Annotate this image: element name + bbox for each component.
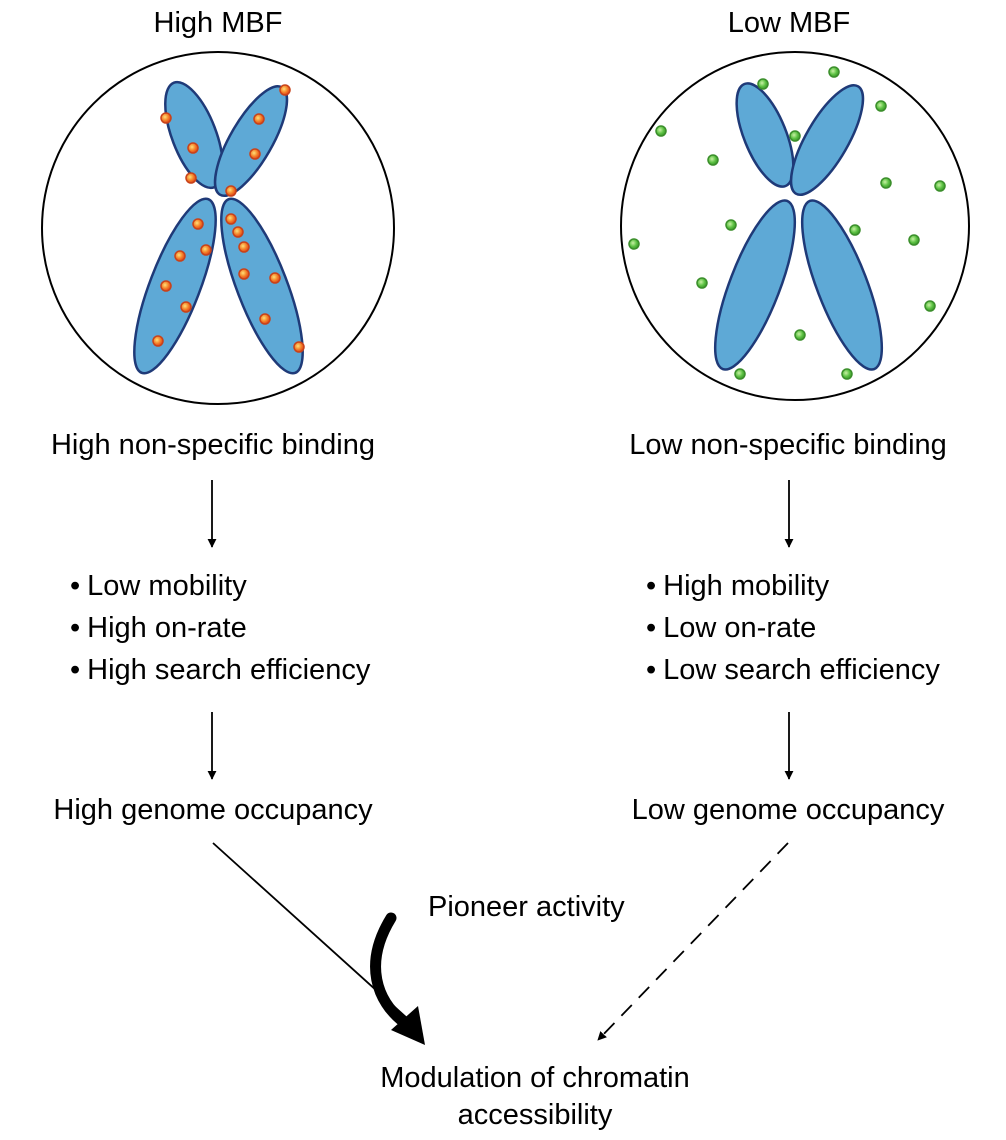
bound-factor-dot (293, 341, 305, 353)
bound-factor-dot (249, 148, 261, 160)
right-property: Low on-rate (646, 607, 940, 649)
free-factor-dot (880, 177, 892, 189)
outcome-line-2: accessibility (457, 1099, 613, 1131)
free-factor-dot (849, 224, 861, 236)
left-occupancy-label: High genome occupancy (53, 794, 373, 826)
pioneer-activity-label: Pioneer activity (428, 891, 625, 923)
bound-factor-dot (253, 113, 265, 125)
free-factor-dot (757, 78, 769, 90)
left-property: High on-rate (70, 607, 370, 649)
bound-factor-dot (232, 226, 244, 238)
free-factor-dot (841, 368, 853, 380)
right-occupancy-label: Low genome occupancy (631, 794, 945, 826)
outcome-label: Modulation of chromatin accessibility (380, 1060, 690, 1134)
left-chromosome (133, 80, 304, 375)
right-chromosome (713, 82, 884, 371)
right-property: Low search efficiency (646, 649, 940, 691)
free-factor-dot (707, 154, 719, 166)
free-factor-dot (734, 368, 746, 380)
bound-factor-dot (185, 172, 197, 184)
bound-factor-dot (225, 213, 237, 225)
pioneer-curved-arrow (370, 912, 425, 1045)
outcome-line-1: Modulation of chromatin (380, 1062, 690, 1094)
right-property: High mobility (646, 565, 940, 607)
left-property-list: Low mobility High on-rate High search ef… (70, 565, 370, 691)
right-binding-label: Low non-specific binding (629, 429, 947, 461)
right-title: Low MBF (727, 7, 851, 39)
free-factor-dot (789, 130, 801, 142)
right-dashed-connector (597, 842, 789, 1041)
bound-factor-dot (225, 185, 237, 197)
bound-factor-dot (174, 250, 186, 262)
right-property-list: High mobility Low on-rate Low search eff… (646, 565, 940, 691)
free-factor-dot (828, 66, 840, 78)
bound-factor-dot (269, 272, 281, 284)
free-factor-dot (725, 219, 737, 231)
bound-factor-dot (160, 112, 172, 124)
left-particles (152, 84, 305, 353)
bound-factor-dot (160, 280, 172, 292)
free-factor-dot (908, 234, 920, 246)
left-title: High MBF (153, 7, 283, 39)
bound-factor-dot (238, 268, 250, 280)
left-binding-label: High non-specific binding (50, 429, 376, 461)
bound-factor-dot (200, 244, 212, 256)
bound-factor-dot (180, 301, 192, 313)
free-factor-dot (934, 180, 946, 192)
left-property: High search efficiency (70, 649, 370, 691)
right-particles (628, 66, 946, 380)
bound-factor-dot (152, 335, 164, 347)
left-property: Low mobility (70, 565, 370, 607)
bound-factor-dot (192, 218, 204, 230)
bound-factor-dot (187, 142, 199, 154)
free-factor-dot (655, 125, 667, 137)
right-nucleus (620, 51, 970, 401)
bound-factor-dot (238, 241, 250, 253)
free-factor-dot (794, 329, 806, 341)
free-factor-dot (628, 238, 640, 250)
bound-factor-dot (259, 313, 271, 325)
left-nucleus (41, 51, 395, 405)
free-factor-dot (696, 277, 708, 289)
free-factor-dot (875, 100, 887, 112)
free-factor-dot (924, 300, 936, 312)
bound-factor-dot (279, 84, 291, 96)
